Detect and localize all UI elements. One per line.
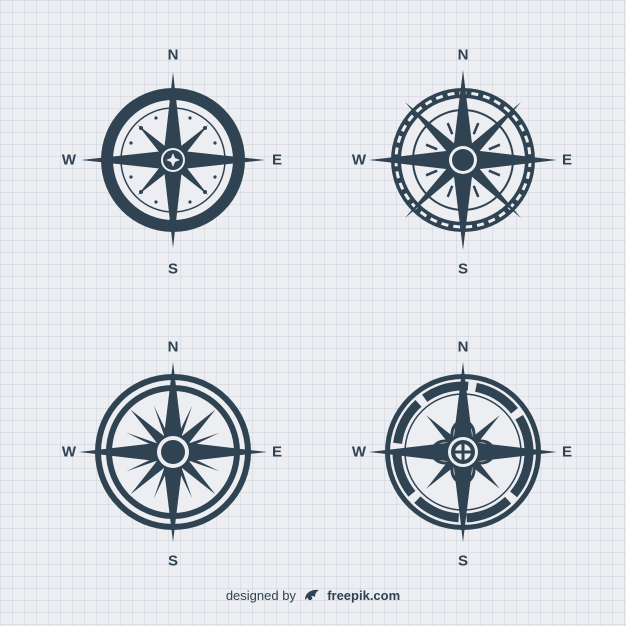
west-label: W (351, 443, 367, 461)
compass-rose-1: N S W E (62, 46, 282, 278)
north-label: N (167, 46, 179, 64)
compass-rose-3: N S W E (62, 338, 282, 570)
south-label: S (167, 260, 179, 278)
compass-rose-icon (369, 70, 557, 250)
west-label: W (61, 151, 77, 169)
north-label: N (167, 338, 179, 356)
credit-footer: designed by freepik.com (0, 588, 626, 605)
compass-rose-icon (369, 362, 557, 542)
west-label: W (61, 443, 77, 461)
east-label: E (561, 151, 573, 169)
north-label: N (457, 46, 469, 64)
compass-rose-icon (81, 72, 265, 248)
compass-rose-icon (79, 362, 267, 542)
compass-rose-4: N S W E (352, 338, 572, 570)
compass-rose-2: N S W E (352, 46, 572, 278)
credit-prefix: designed by (225, 588, 296, 603)
credit-brand[interactable]: freepik.com (327, 588, 401, 603)
east-label: E (271, 151, 283, 169)
north-label: N (457, 338, 469, 356)
west-label: W (351, 151, 367, 169)
east-label: E (561, 443, 573, 461)
south-label: S (167, 552, 179, 570)
east-label: E (271, 443, 283, 461)
south-label: S (457, 552, 469, 570)
south-label: S (457, 260, 469, 278)
freepik-logo-icon (303, 588, 321, 605)
